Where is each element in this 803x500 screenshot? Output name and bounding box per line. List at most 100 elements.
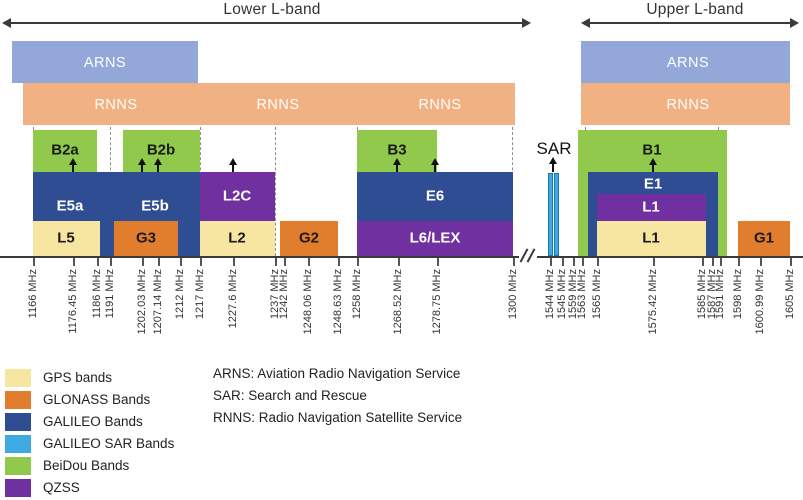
axis-tick	[760, 258, 762, 266]
axis-tick	[284, 258, 286, 266]
axis-tick-label: 1268.52 MHz	[392, 269, 404, 335]
axis-tick	[597, 258, 599, 266]
axis-tick	[790, 258, 792, 266]
axis-tick-label: 1176.45 MHz	[67, 269, 79, 334]
sar-band-bar	[548, 173, 553, 256]
axis-tick-label: 1575.42 MHz	[647, 269, 659, 335]
upper-lband-arrow-left-head	[581, 18, 590, 28]
center-frequency-arrow	[157, 163, 159, 172]
band-l5	[33, 221, 100, 256]
axis-tick-label: 1600.99 MHz	[754, 269, 766, 335]
band-l1-gps	[597, 221, 706, 256]
arns-upper-block	[581, 41, 790, 83]
axis-tick-label: 1248.06 MHz	[302, 269, 314, 335]
band-b2b-label: B2b	[146, 141, 176, 159]
center-frequency-arrow-head	[431, 158, 439, 165]
axis-tick	[398, 258, 400, 266]
axis-tick	[720, 258, 722, 266]
axis-tick-label: 1166 MHz	[27, 269, 39, 319]
band-e6	[357, 172, 513, 221]
axis-tick	[573, 258, 575, 266]
rnns-lower-block-label-2: RNNS	[256, 97, 300, 113]
sar-label: SAR	[536, 139, 572, 158]
sar-arrow	[552, 162, 554, 172]
axis-tick	[437, 258, 439, 266]
axis-tick	[550, 258, 552, 266]
center-frequency-arrow	[141, 163, 143, 172]
center-frequency-arrow	[232, 163, 234, 172]
axis-tick-label: 1202.03 MHz	[136, 269, 148, 335]
band-l1-gps-label: L1	[642, 229, 660, 247]
axis-tick-label: 1258 MHz	[351, 269, 363, 320]
center-frequency-arrow	[72, 163, 74, 172]
axis-tick	[110, 258, 112, 266]
dashed-guide-line	[275, 127, 276, 256]
axis-tick	[73, 258, 75, 266]
center-frequency-arrow-head	[649, 158, 657, 165]
axis-tick	[233, 258, 235, 266]
legend-label-galileo: GALILEO Bands	[43, 414, 143, 429]
axis-tick	[513, 258, 515, 266]
band-l2	[200, 221, 275, 256]
band-g2	[280, 221, 338, 256]
center-frequency-arrow-head	[229, 158, 237, 165]
axis-tick-label: 1227.6 MHz	[227, 269, 239, 329]
axis-tick-label: 1300 MHz	[507, 269, 519, 320]
sar-band-bar	[554, 173, 559, 256]
frequency-axis	[0, 256, 803, 258]
axis-tick	[308, 258, 310, 266]
band-b3-label: B3	[387, 141, 407, 159]
axis-tick-label: 1544 MHz	[544, 269, 556, 320]
legend-label-galileo_sar: GALILEO SAR Bands	[43, 436, 175, 451]
axis-tick-label: 1217 MHz	[194, 269, 206, 320]
band-e5b-label: E5b	[141, 197, 169, 215]
upper-lband-title: Upper L-band	[646, 1, 744, 18]
band-g2-label: G2	[298, 229, 320, 247]
arns-lower-block-label: ARNS	[83, 55, 127, 71]
axis-tick	[562, 258, 564, 266]
legend-swatch-qzss	[5, 479, 31, 497]
band-b2b	[123, 130, 200, 172]
legend-swatch-galileo_sar	[5, 435, 31, 453]
center-frequency-arrow	[396, 163, 398, 172]
axis-tick-label: 1191 MHz	[104, 269, 116, 319]
band-l2c	[200, 172, 275, 221]
axis-tick	[142, 258, 144, 266]
band-e5a-label: E5a	[56, 197, 84, 215]
lower-lband-arrow	[9, 22, 524, 24]
axis-tick	[702, 258, 704, 266]
legend-label-glonass: GLONASS Bands	[43, 392, 151, 407]
rnns-lower-block	[23, 83, 515, 125]
center-frequency-arrow-head	[154, 158, 162, 165]
arns-lower-block	[12, 41, 198, 83]
center-frequency-arrow-head	[393, 158, 401, 165]
axis-tick-label: 1563 MHz	[576, 269, 588, 320]
upper-lband-arrow	[588, 22, 792, 24]
axis-tick-label: 1278.75 MHz	[431, 269, 443, 335]
axis-tick-label: 1248.63 MHz	[332, 269, 344, 335]
axis-tick	[275, 258, 277, 266]
legend-label-qzss: QZSS	[43, 480, 80, 495]
axis-tick	[712, 258, 714, 266]
band-b1-label: B1	[642, 141, 662, 159]
center-frequency-arrow	[652, 163, 654, 172]
rnns-upper-block-label: RNNS	[666, 97, 710, 113]
axis-tick	[158, 258, 160, 266]
band-g1	[738, 221, 790, 256]
axis-tick-label: 1212 MHz	[174, 269, 186, 320]
band-g3	[114, 221, 178, 256]
axis-tick	[97, 258, 99, 266]
axis-tick-label: 1186 MHz	[91, 269, 103, 319]
band-l1-qzss	[597, 194, 706, 221]
band-l5-label: L5	[57, 229, 75, 247]
axis-tick	[357, 258, 359, 266]
axis-tick-label: 1605 MHz	[784, 269, 796, 320]
band-e1-label: E1	[643, 175, 663, 193]
arns-upper-block-label: ARNS	[666, 55, 710, 71]
rnns-upper-block	[581, 83, 790, 125]
rnns-lower-block-label-1: RNNS	[94, 97, 138, 113]
axis-tick-label: 1242 MHz	[278, 269, 290, 320]
abbreviation-note: ARNS: Aviation Radio Navigation Service	[213, 366, 461, 381]
axis-tick	[338, 258, 340, 266]
